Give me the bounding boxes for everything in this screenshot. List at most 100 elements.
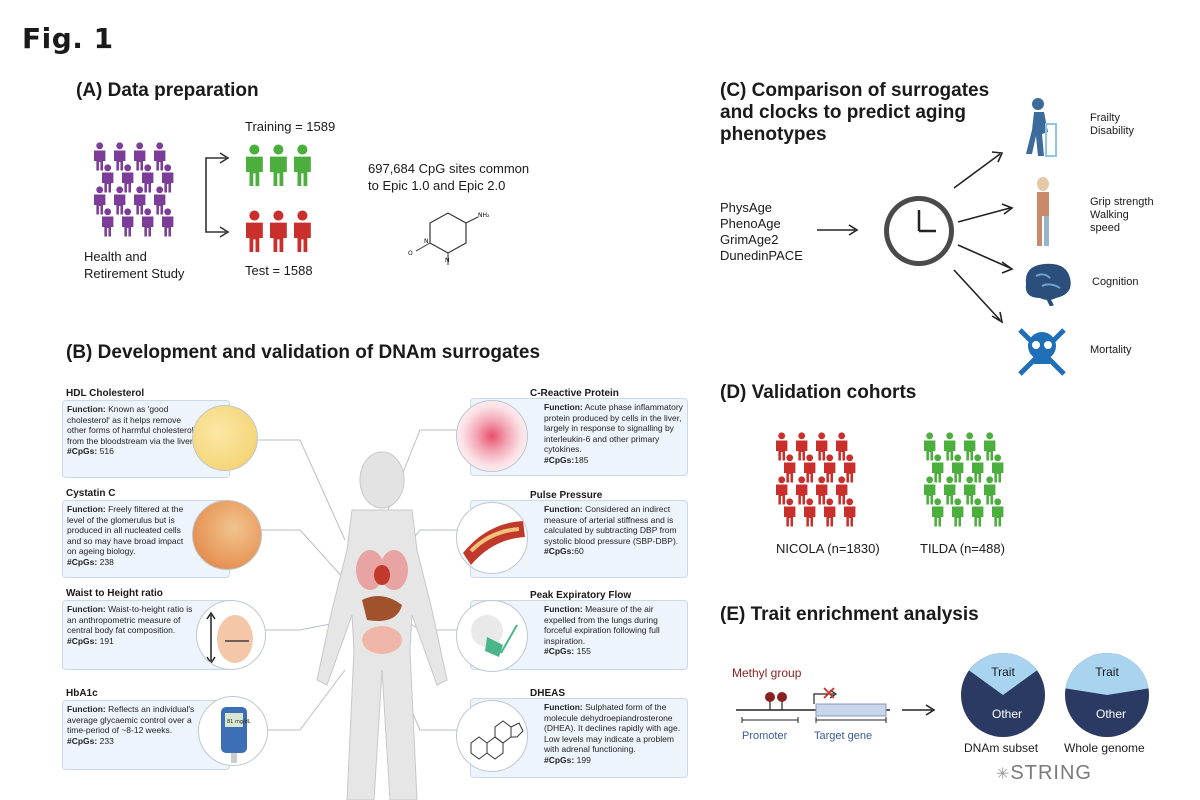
function-text: Sulphated form of the molecule dehydroep… — [544, 702, 681, 754]
person-icon — [154, 186, 166, 215]
person-icon — [836, 476, 848, 505]
tilda-label: TILDA (n=488) — [920, 541, 1005, 556]
outcome-frailty: Frailty Disability — [1090, 112, 1135, 137]
cpgs-value: 155 — [576, 646, 591, 656]
hrs-crowd-icon — [94, 142, 174, 237]
person-icon — [270, 210, 287, 252]
figure-label: Fig. 1 — [22, 22, 114, 55]
person-icon — [804, 498, 816, 527]
artery-icon — [456, 502, 528, 574]
card-title-cystatin: Cystatin C — [66, 488, 116, 499]
person-icon — [972, 498, 984, 527]
person-icon — [992, 454, 1004, 483]
card-body-crp: Function: Acute phase inflammatory prote… — [544, 402, 684, 465]
card-title-dheas: DHEAS — [530, 688, 566, 699]
test-people-icon — [246, 210, 311, 252]
brain-icon — [1025, 263, 1071, 306]
clock-phenoage: PhenoAge — [720, 216, 781, 231]
string-network-icon: ✳ — [996, 766, 1011, 783]
cpgs-prefix: #CpGs: — [544, 454, 575, 465]
clock-icon — [884, 196, 954, 266]
person-icon — [246, 144, 263, 186]
person-icon — [294, 144, 311, 186]
cpgs-value: 516 — [99, 446, 114, 456]
panel-a-title: (A) Data preparation — [76, 80, 259, 101]
cpgs-prefix: #CpGs: — [67, 735, 98, 746]
hrs-label: Health and Retirement Study — [84, 249, 185, 281]
cpgs-prefix: #CpGs: — [67, 446, 98, 456]
training-label: Training = 1589 — [245, 119, 336, 134]
person-icon — [984, 432, 996, 461]
panel-d-title: (D) Validation cohorts — [720, 382, 917, 403]
function-prefix: Function: — [67, 704, 106, 714]
person-icon — [776, 476, 788, 505]
glucometer-icon: 81 mg/dL — [198, 696, 268, 766]
split-bracket — [205, 152, 230, 238]
person-icon — [932, 498, 944, 527]
clock-dunedinpace: DunedinPACE — [720, 248, 803, 263]
musculoskeletal-figure-icon — [1037, 177, 1049, 246]
person-icon — [836, 432, 848, 461]
cpgs-value: 60 — [574, 546, 584, 556]
person-icon — [94, 142, 106, 171]
kidney-icon — [192, 500, 262, 570]
molecule-o: O — [408, 250, 413, 257]
function-text: Reflects an individual's average glycaem… — [67, 704, 195, 735]
person-icon — [964, 476, 976, 505]
outcome-mortality: Mortality — [1090, 344, 1132, 356]
person-icon — [162, 208, 174, 237]
function-text: Acute phase inflammatory protein produce… — [544, 402, 683, 454]
card-body-pulse: Function: Considered an indirect measure… — [544, 504, 684, 557]
person-icon — [114, 186, 126, 215]
string-logo-text: STRING — [1010, 762, 1092, 784]
person-icon — [134, 186, 146, 215]
outcome-grip: Grip strength Walking speed — [1090, 196, 1154, 234]
clock-list: PhysAge PhenoAge GrimAge2 DunedinPACE — [720, 200, 803, 264]
molecule-n2: N — [445, 257, 450, 264]
person-icon — [924, 476, 936, 505]
crp-protein-icon — [456, 400, 528, 472]
person-icon — [154, 142, 166, 171]
pie-other-label: Other — [992, 707, 1022, 721]
enrichment-arrow — [902, 704, 936, 716]
card-title-hdl: HDL Cholesterol — [66, 388, 145, 399]
person-icon — [102, 164, 114, 193]
person-icon — [952, 498, 964, 527]
human-body-illustration — [316, 451, 448, 800]
target-gene-label: Target gene — [814, 730, 873, 742]
function-text: Freely filtered at the level of the glom… — [67, 504, 184, 556]
person-icon — [294, 210, 311, 252]
person-icon — [984, 476, 996, 505]
inhaler-mask-icon — [456, 600, 528, 672]
waist-measure-icon — [196, 600, 266, 670]
function-text: Considered an indirect measure of arteri… — [544, 504, 679, 546]
cpgs-prefix: #CpGs: — [67, 635, 98, 646]
person-icon — [796, 432, 808, 461]
person-icon — [142, 164, 154, 193]
function-text: Known as 'good cholesterol' as it helps … — [67, 404, 195, 446]
card-title-pulse: Pulse Pressure — [530, 490, 603, 501]
function-prefix: Function: — [544, 402, 583, 412]
gene-diagram — [736, 687, 890, 723]
outcome-arrows — [953, 151, 1014, 324]
person-icon — [932, 454, 944, 483]
person-icon — [964, 432, 976, 461]
cpgs-value: 233 — [99, 735, 114, 746]
clock-physage: PhysAge — [720, 200, 773, 215]
cpg-sites-text: 697,684 CpG sites common to Epic 1.0 and… — [368, 161, 530, 193]
pie-other-label: Other — [1096, 707, 1126, 721]
clocks-arrow — [817, 224, 859, 236]
person-icon — [804, 454, 816, 483]
card-body-hdl: Function: Known as 'good cholesterol' as… — [67, 404, 195, 457]
pie-trait-label: Trait — [1095, 665, 1119, 679]
person-icon — [776, 432, 788, 461]
panel-b-title: (B) Development and validation of DNAm s… — [66, 342, 541, 363]
person-icon — [972, 454, 984, 483]
person-icon — [246, 210, 263, 252]
cytosine-molecule-icon: NH₂ O N N — [408, 212, 490, 265]
training-people-icon — [246, 144, 311, 186]
person-icon — [796, 476, 808, 505]
cpgs-value: 238 — [99, 556, 114, 567]
nicola-label: NICOLA (n=1830) — [776, 541, 880, 556]
